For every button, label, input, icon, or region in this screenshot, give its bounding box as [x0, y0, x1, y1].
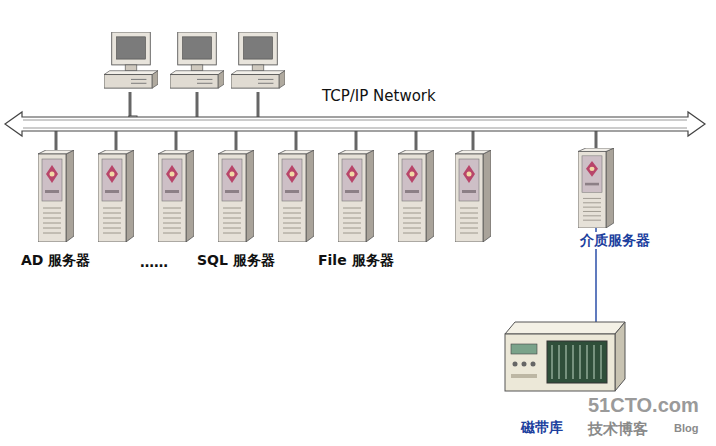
network-link: [355, 131, 358, 150]
network-bus: TCP/IP Network: [5, 117, 705, 131]
ellipsis-text: ……: [140, 254, 168, 271]
network-link: [235, 131, 238, 150]
media-server-box: 介质服务器: [578, 148, 614, 228]
watermark: 51CTO.com: [588, 393, 699, 417]
server-box: AD 服务器: [38, 150, 74, 242]
network-link: [595, 131, 598, 148]
bus-shape: [5, 117, 705, 131]
node-label: 介质服务器: [578, 232, 652, 249]
tape-library-box: 磁带库: [505, 322, 625, 392]
node-label: AD 服务器: [19, 252, 92, 269]
srv-shape: [38, 150, 74, 242]
watermark: 技术博客: [588, 420, 648, 438]
network-link: [55, 131, 58, 150]
srv-shape: [218, 150, 254, 242]
node-label: SQL 服务器: [195, 252, 277, 269]
node-label: 磁带库: [519, 419, 565, 436]
node-label: File 服务器: [316, 252, 396, 269]
srv-shape: [578, 148, 614, 228]
server-box: File 服务器: [338, 150, 374, 242]
watermark: Blog: [674, 422, 698, 435]
tape-shape: [505, 322, 625, 392]
srv-shape: [338, 150, 374, 242]
server-box: SQL 服务器: [218, 150, 254, 242]
network-label: TCP/IP Network: [320, 87, 438, 105]
